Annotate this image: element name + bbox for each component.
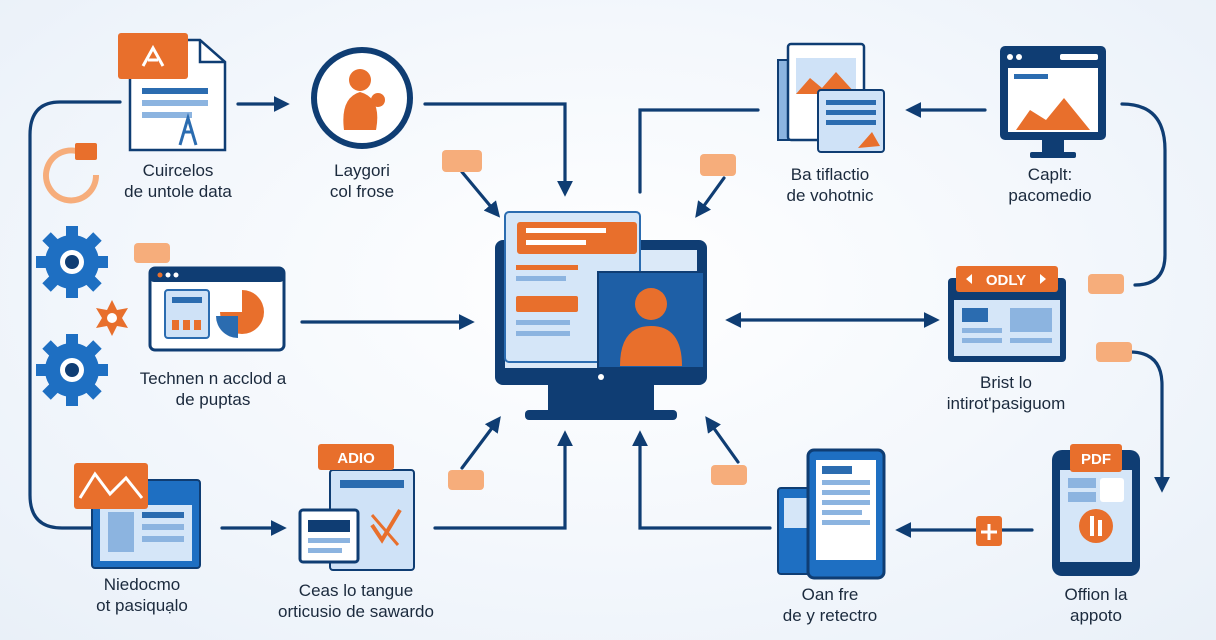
arrow-diag-top-right <box>695 176 726 218</box>
chip <box>1088 274 1124 294</box>
refresh-icon <box>43 143 100 204</box>
line-monitor-to-docs <box>638 108 760 194</box>
form-icon: ADIO <box>298 444 415 571</box>
chip <box>700 154 736 176</box>
report-icon <box>74 463 201 569</box>
chart-window-icon <box>148 266 286 352</box>
adio-badge: ADIO <box>337 450 375 467</box>
article-panel-icon: ODLY <box>948 266 1066 362</box>
line-tablet-to-monitor <box>632 430 772 530</box>
chip <box>134 243 170 263</box>
layout-icon <box>311 47 413 149</box>
pdf-phone-icon: PDF <box>1052 444 1140 576</box>
floating-chips <box>134 150 1132 490</box>
chip <box>1096 342 1132 362</box>
label-top-right-b: Caplt:pacomedio <box>1008 165 1092 205</box>
tablet-document-icon <box>777 448 886 580</box>
chip <box>448 470 484 490</box>
add-icon <box>976 516 1002 546</box>
connectors <box>28 96 1170 538</box>
left-loop-line <box>28 100 122 530</box>
pdf-badge: PDF <box>1081 451 1111 468</box>
right-loop-bottom <box>1128 350 1170 493</box>
arrow-diag-top-left <box>460 170 501 218</box>
chip <box>711 465 747 485</box>
right-loop-top <box>1120 102 1167 287</box>
gear-icon <box>36 226 108 298</box>
arrow-form-to-monitor <box>433 430 573 530</box>
web-window-icon <box>1000 46 1106 158</box>
small-gear-icon <box>96 300 128 336</box>
document-icon <box>118 33 227 152</box>
arrow-diag-bottom-right <box>705 416 740 464</box>
user-icon <box>635 288 667 320</box>
stacked-docs-icon <box>777 42 885 153</box>
chip <box>442 150 482 172</box>
central-monitor <box>495 211 707 420</box>
arrow-layout-to-monitor <box>423 102 573 197</box>
gear-icon <box>36 334 108 406</box>
odly-badge: ODLY <box>986 272 1026 289</box>
arrow-diag-bottom-left <box>460 416 501 470</box>
